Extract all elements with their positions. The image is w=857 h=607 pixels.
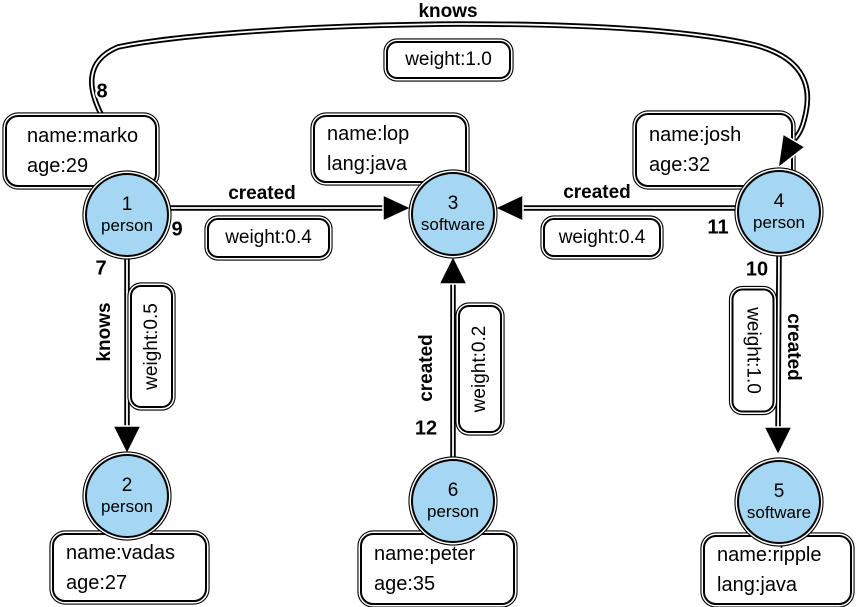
vertex-id: 3: [447, 193, 459, 214]
edge-8-weight-box: weight:1.0: [386, 41, 511, 79]
property-line: name:josh: [649, 124, 742, 146]
property-line: name:peter: [374, 543, 476, 565]
edge-11-number: 11: [707, 216, 729, 239]
vertex-2-properties: name:vadas age:27: [52, 533, 207, 602]
arrowhead-icon: [382, 193, 413, 223]
edge-7-number: 7: [95, 257, 107, 280]
weight-label: weight:0.4: [558, 226, 646, 248]
vertex-3-properties: name:lop lang:java: [313, 115, 467, 183]
edge-10-weight-box: weight:1.0: [731, 288, 775, 413]
property-line: age:32: [649, 154, 711, 176]
vertex-type: software: [420, 215, 486, 234]
property-line: name:vadas: [66, 541, 175, 564]
property-line: age:29: [27, 155, 89, 177]
vertex-type: software: [746, 503, 812, 522]
vertex-id: 5: [773, 481, 785, 502]
edge-10-created: [762, 254, 794, 457]
edge-9-number: 9: [171, 218, 183, 241]
vertex-5: 5 software: [737, 460, 821, 544]
vertex-id: 2: [121, 475, 133, 496]
arrowhead-icon: [776, 132, 807, 170]
edge-8-label: knows: [418, 1, 478, 22]
edge-7-weight-box: weight:0.5: [130, 285, 173, 408]
property-line: lang:java: [717, 574, 798, 596]
edge-12-number: 12: [414, 417, 438, 440]
weight-label: weight:0.5: [140, 303, 162, 390]
property-line: name:lop: [327, 123, 410, 145]
edge-11-weight-box: weight:0.4: [543, 218, 661, 257]
edge-12-weight-box: weight:0.2: [458, 305, 502, 433]
vertex-type: person: [101, 497, 153, 516]
vertex-type: person: [427, 502, 479, 521]
edge-8-knows-line: [87, 19, 812, 143]
property-line: age:35: [374, 573, 436, 595]
edge-10-number: 10: [745, 258, 769, 281]
weight-label: weight:0.4: [225, 227, 312, 248]
vertex-id: 6: [447, 480, 459, 501]
vertex-1: 1 person: [85, 173, 169, 257]
vertex-id: 4: [773, 191, 785, 212]
edge-11-created: [493, 193, 736, 223]
edge-9-created: [169, 193, 413, 223]
weight-label: weight:1.0: [405, 49, 492, 70]
vertex-5-properties: name:ripple lang:java: [703, 535, 852, 605]
vertex-4: 4 person: [737, 170, 821, 254]
edge-10-label: created: [783, 313, 804, 381]
arrowhead-icon: [437, 254, 469, 285]
edge-9-weight-box: weight:0.4: [207, 218, 330, 258]
vertex-6: 6 person: [411, 459, 495, 543]
property-line: lang:java: [327, 153, 408, 175]
edge-12-created: [437, 254, 469, 458]
arrowhead-icon: [493, 193, 524, 223]
property-line: age:27: [66, 571, 128, 594]
vertex-3: 3 software: [411, 172, 495, 256]
edge-7-label: knows: [94, 302, 115, 362]
property-line: name:ripple: [717, 544, 822, 566]
edge-7-knows: [111, 257, 143, 456]
arrowhead-icon: [762, 426, 794, 457]
property-line: name:marko: [27, 125, 139, 147]
edge-11-label: created: [563, 182, 631, 203]
arrowhead-icon: [111, 425, 143, 456]
weight-label: weight:1.0: [743, 307, 764, 394]
vertex-type: person: [753, 213, 805, 232]
vertex-id: 1: [121, 194, 133, 215]
weight-label: weight:0.2: [469, 325, 490, 413]
vertex-2: 2 person: [85, 454, 169, 538]
vertex-6-properties: name:peter age:35: [360, 533, 515, 605]
edge-12-label: created: [416, 334, 437, 402]
edge-9-label: created: [228, 183, 296, 204]
vertex-type: person: [101, 216, 153, 235]
edge-8-number: 8: [96, 80, 108, 103]
